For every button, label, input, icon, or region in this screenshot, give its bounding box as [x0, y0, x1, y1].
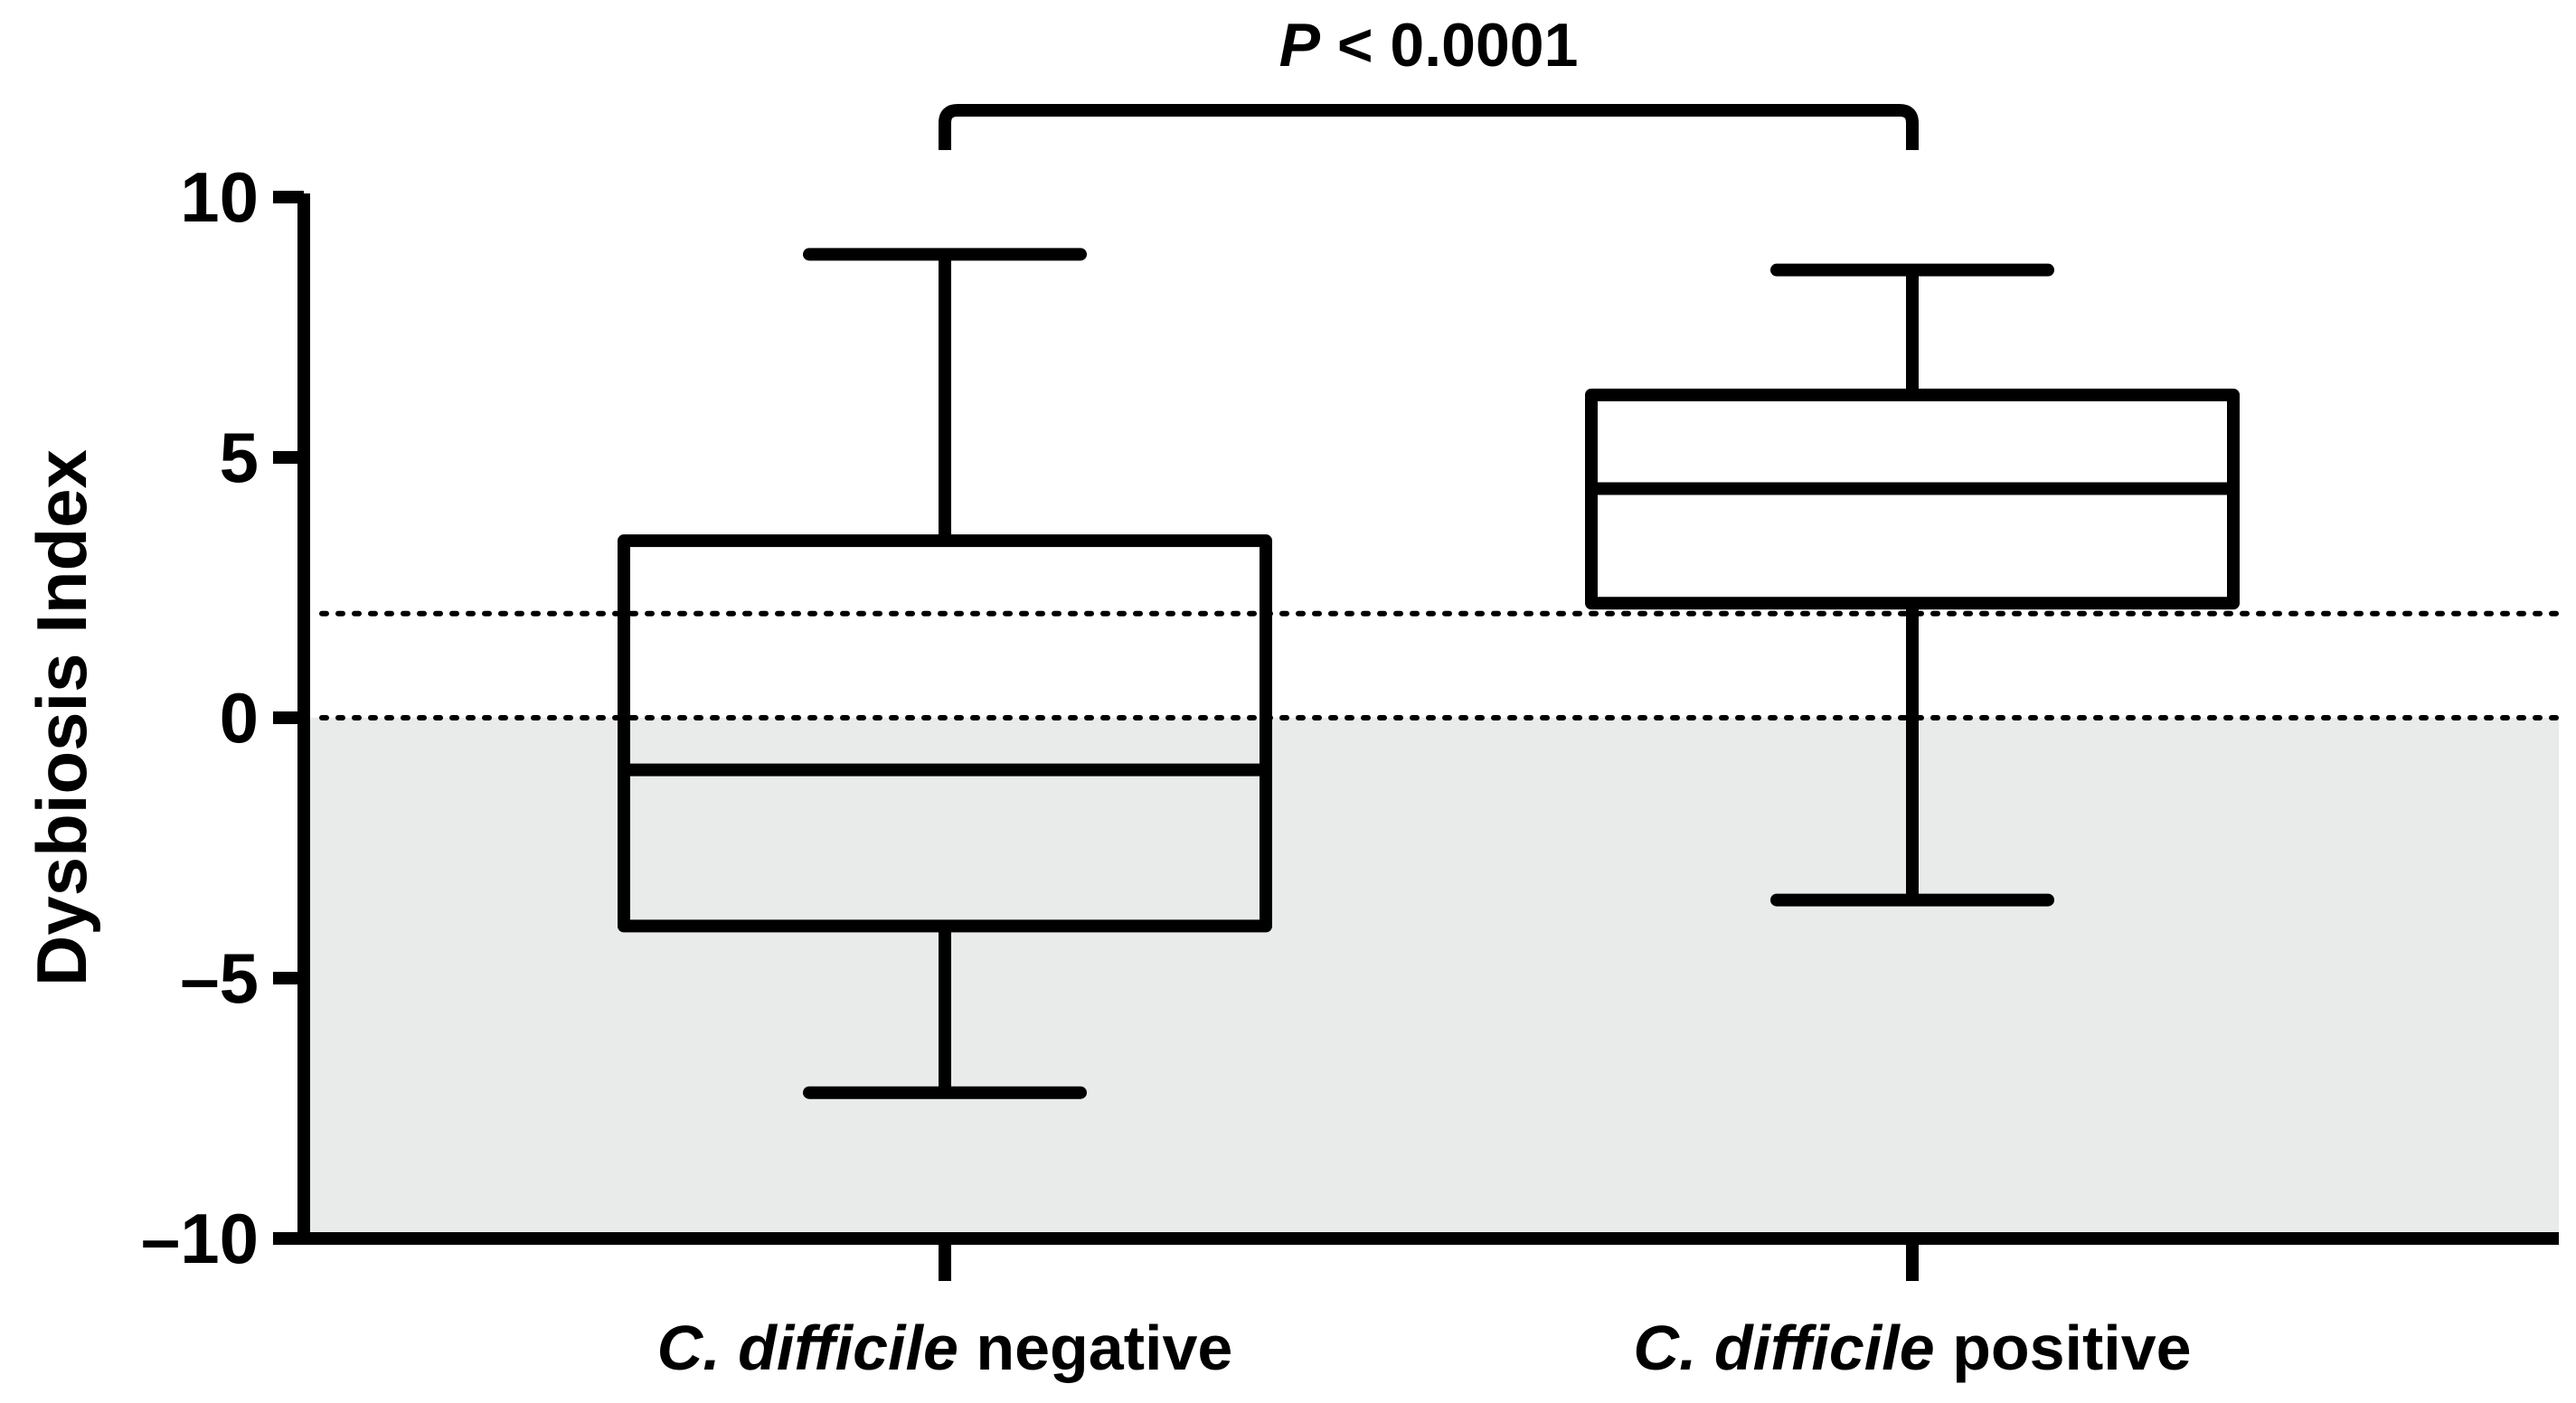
box-group-1: [1585, 263, 2240, 907]
y-axis-label: Dysbiosis Index: [22, 449, 101, 986]
x-category-label-1: C. difficile positive: [1633, 1313, 2191, 1383]
x-category-label-italic-1: C. difficile: [1633, 1313, 1934, 1383]
x-category-label-0: C. difficile negative: [657, 1313, 1233, 1383]
y-tick-label-3: –5: [180, 938, 259, 1018]
reference-lines-layer: [319, 610, 2562, 720]
shaded-region-layer: [304, 718, 2559, 1238]
significance-label-p: P: [1279, 11, 1321, 80]
box-iqr-0: [618, 534, 1272, 933]
shaded-region: [304, 718, 2559, 1238]
box-group-0: [618, 248, 1272, 1099]
box-iqr-1: [1585, 388, 2240, 610]
significance-label: P < 0.0001: [1279, 11, 1579, 80]
x-category-label-text-0: negative: [958, 1313, 1232, 1383]
y-tick-label-2: 0: [220, 678, 259, 758]
x-category-label-text-1: positive: [1935, 1313, 2192, 1383]
significance-bracket: [939, 104, 1919, 150]
y-tick-label-0: 10: [180, 157, 259, 237]
significance-label-value: < 0.0001: [1320, 11, 1578, 80]
x-category-label-italic-0: C. difficile: [657, 1313, 958, 1383]
axes-layer: [273, 191, 2559, 1281]
y-tick-label-4: –10: [141, 1199, 259, 1278]
boxes-layer: [618, 248, 2240, 1099]
y-tick-label-1: 5: [220, 418, 259, 497]
